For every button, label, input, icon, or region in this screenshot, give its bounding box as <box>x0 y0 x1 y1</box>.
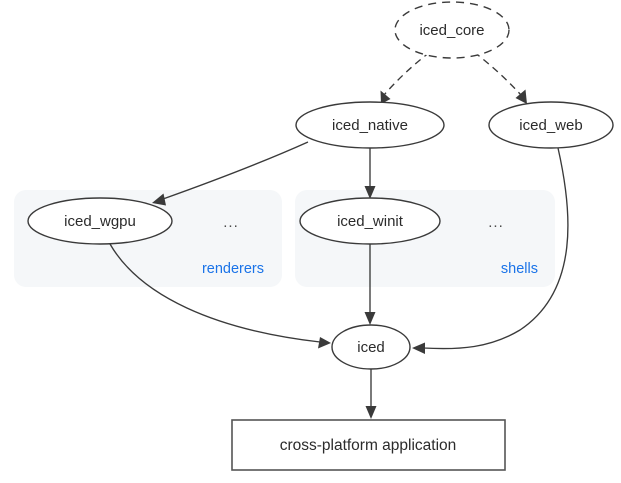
edge-iced-core-to-iced-native <box>380 51 431 104</box>
node-iced-winit[interactable]: iced_winit <box>299 197 441 245</box>
node-iced-web-label: iced_web <box>519 117 582 134</box>
edge-iced-to-application <box>365 369 377 419</box>
arrow-head-icon <box>515 89 527 104</box>
node-iced-shape[interactable] <box>331 324 411 370</box>
edge-path <box>422 147 569 350</box>
edge-path <box>162 141 309 200</box>
edge-iced-native-to-iced-winit <box>364 148 376 199</box>
node-iced-web[interactable]: iced_web <box>488 101 614 149</box>
node-iced-label: iced <box>357 339 385 356</box>
node-application-shape[interactable] <box>231 419 506 471</box>
arrow-head-icon <box>412 342 425 354</box>
node-iced-native-shape[interactable] <box>295 101 445 149</box>
node-iced-winit-label: iced_winit <box>337 213 404 230</box>
node-iced-wgpu-shape[interactable] <box>27 197 173 245</box>
arrow-head-icon <box>380 90 391 104</box>
node-iced-core-shape[interactable] <box>394 1 510 59</box>
edge-path <box>109 243 321 343</box>
node-cross-platform-application[interactable]: cross-platform application <box>231 419 506 471</box>
cluster-shells-label: shells <box>501 261 538 277</box>
arrow-head-icon <box>152 193 166 206</box>
node-application-label: cross-platform application <box>280 437 457 454</box>
edge-iced-winit-to-iced <box>364 244 376 325</box>
arrow-head-icon <box>365 406 377 419</box>
node-iced-wgpu-label: iced_wgpu <box>64 213 136 230</box>
edge-path <box>383 51 431 96</box>
edge-iced-core-to-iced-web <box>473 51 527 104</box>
node-iced-web-shape[interactable] <box>488 101 614 149</box>
node-iced-winit-shape[interactable] <box>299 197 441 245</box>
arrow-head-icon <box>364 186 376 199</box>
node-iced-native[interactable]: iced_native <box>295 101 445 149</box>
cluster-renderers-ellipsis: ... <box>223 214 239 231</box>
node-iced-core-label: iced_core <box>419 22 484 39</box>
node-iced-wgpu[interactable]: iced_wgpu <box>27 197 173 245</box>
arrow-head-icon <box>364 312 376 325</box>
edge-iced-native-to-iced-wgpu <box>152 141 309 206</box>
node-iced[interactable]: iced <box>331 324 411 370</box>
cluster-renderers-label: renderers <box>202 261 264 277</box>
node-iced-native-label: iced_native <box>332 117 408 134</box>
edge-iced-wgpu-to-iced <box>109 243 331 349</box>
edge-iced-web-to-iced <box>412 147 569 354</box>
node-iced-core[interactable]: iced_core <box>394 1 510 59</box>
arrow-head-icon <box>318 337 331 349</box>
cluster-shells-ellipsis: ... <box>488 214 504 231</box>
edge-path <box>473 51 522 96</box>
